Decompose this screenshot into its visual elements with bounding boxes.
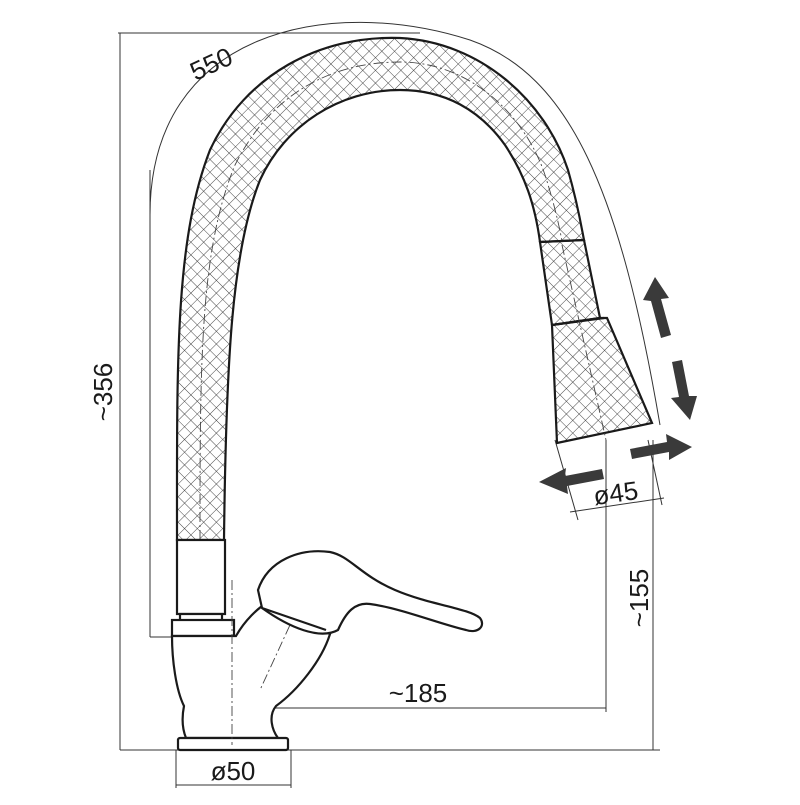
flexible-hose: [177, 38, 584, 540]
lever-handle: [258, 551, 482, 633]
hose-length-label: 550: [185, 41, 237, 87]
base-diameter-label: ø50: [211, 756, 256, 786]
total-height-label: ~356: [88, 363, 118, 422]
hose-connector: [172, 540, 234, 636]
spray-diameter-label: ø45: [591, 475, 640, 511]
spray-head: [540, 240, 652, 443]
up-down-arrows-icon: [643, 277, 697, 420]
reach-label: ~185: [389, 678, 448, 708]
spout-height-label: ~155: [624, 569, 654, 628]
